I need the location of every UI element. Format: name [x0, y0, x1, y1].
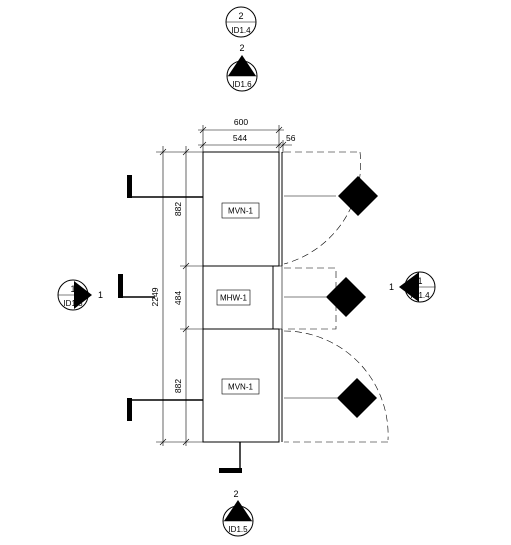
- panel-tag: MVN-1: [228, 383, 253, 392]
- bottom-section-callout[interactable]: 2 ID1.5: [222, 500, 254, 537]
- lower-panel[interactable]: MVN-1: [202, 328, 283, 443]
- bottom-section-label: 2: [233, 489, 238, 499]
- callout-sheet: ID1.4: [231, 26, 251, 35]
- dim-gap-width: 56: [286, 133, 296, 143]
- upper-panel[interactable]: MVN-1: [202, 151, 283, 267]
- right-outer-section-callout[interactable]: 1 ID1.4: [399, 271, 436, 303]
- section-cut-middle-left: [118, 274, 155, 298]
- callout-number: 1: [355, 185, 360, 195]
- panel-tag-box: [216, 289, 251, 306]
- callout-number: 1: [417, 276, 422, 286]
- dim-upper-height: 882: [173, 202, 183, 216]
- left-section-callout[interactable]: 1 ID1.5: [57, 279, 92, 311]
- section-cut-upper-left: [127, 175, 203, 198]
- section-cut-bottom: [219, 442, 242, 473]
- dim-overall-width: 600: [234, 117, 248, 127]
- panel-tag: MHW-1: [220, 294, 248, 303]
- callout-sheet: ID1.4: [410, 291, 430, 300]
- panel-tag: MVN-1: [228, 207, 253, 216]
- callout-sheet: ID1.7: [348, 200, 368, 209]
- callout-number: 2: [235, 510, 240, 520]
- door-swing-upper: [283, 151, 361, 265]
- left-section-label: 1: [98, 290, 103, 300]
- callout-sheet: ID1.6: [232, 80, 252, 89]
- panel-tag-box: [221, 378, 260, 395]
- panel-tag-box: [221, 202, 260, 219]
- top-dimensions: 600 544 56: [198, 117, 296, 153]
- callout-sheet: ID1.5: [228, 525, 248, 534]
- top-section-callout[interactable]: 1 ID1.6: [226, 55, 258, 92]
- right-outer-label: 1: [389, 282, 394, 292]
- dim-lower-height: 882: [173, 379, 183, 393]
- callout-sheet: ID1.6: [347, 402, 367, 411]
- left-dimensions: 2249 882 484 882: [150, 146, 203, 446]
- callout-number: 2: [238, 11, 243, 21]
- right-upper-section-callout[interactable]: 1 ID1.7: [284, 176, 378, 216]
- dim-middle-height: 484: [173, 291, 183, 305]
- middle-panel[interactable]: MHW-1: [202, 265, 283, 330]
- callout-number: 2: [343, 286, 348, 296]
- door-swing-lower: [283, 330, 389, 443]
- callout-sheet: ID1.5: [63, 299, 83, 308]
- top-section-label: 2: [239, 43, 244, 53]
- callout-sheet: ID1.7: [336, 301, 356, 310]
- right-lower-section-callout[interactable]: 2 ID1.6: [284, 378, 377, 418]
- section-cut-lower-left: [127, 398, 203, 421]
- callout-number: 1: [239, 65, 244, 75]
- callout-number: 1: [70, 284, 75, 294]
- dim-panel-width: 544: [233, 133, 247, 143]
- callout-number: 2: [354, 387, 359, 397]
- right-middle-section-callout[interactable]: 2 ID1.7: [284, 277, 366, 317]
- top-elevation-callout[interactable]: 2 ID1.4: [225, 6, 257, 38]
